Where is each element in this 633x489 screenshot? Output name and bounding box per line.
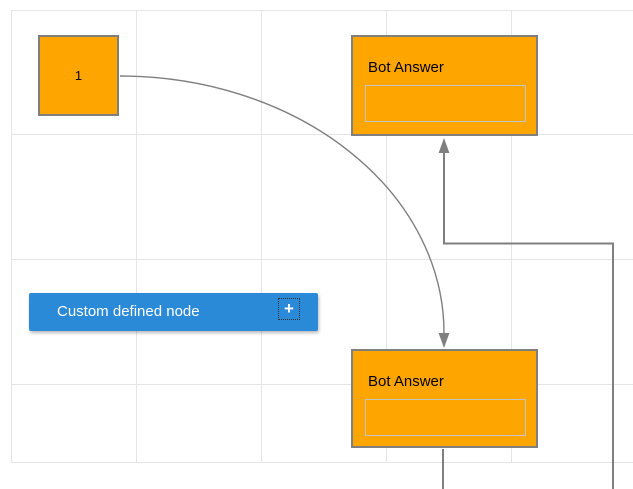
plus-icon: + bbox=[284, 298, 294, 318]
node-bot-answer-top-title: Bot Answer bbox=[368, 59, 444, 76]
node-custom-defined[interactable]: Custom defined node + bbox=[29, 293, 318, 331]
node-bot-answer-top-input-box[interactable] bbox=[365, 85, 526, 122]
connector-orthogonal[interactable] bbox=[438, 138, 614, 489]
node-bot-answer-bottom[interactable]: Bot Answer bbox=[351, 349, 538, 448]
connector-curved-path[interactable] bbox=[119, 75, 445, 334]
arrowhead-up-icon bbox=[438, 138, 450, 153]
arrowhead-down-icon bbox=[438, 333, 450, 348]
connector-orthogonal-path[interactable] bbox=[443, 153, 614, 489]
connector-curved[interactable] bbox=[119, 75, 450, 348]
node-custom-defined-label: Custom defined node bbox=[57, 303, 200, 320]
add-node-button[interactable]: + bbox=[278, 298, 300, 320]
node-bot-answer-bottom-input-box[interactable] bbox=[365, 399, 526, 436]
node-bot-answer-bottom-title: Bot Answer bbox=[368, 373, 444, 390]
node-bot-answer-top[interactable]: Bot Answer bbox=[351, 35, 538, 136]
node-start[interactable]: 1 bbox=[38, 35, 119, 116]
node-start-label: 1 bbox=[74, 68, 83, 83]
